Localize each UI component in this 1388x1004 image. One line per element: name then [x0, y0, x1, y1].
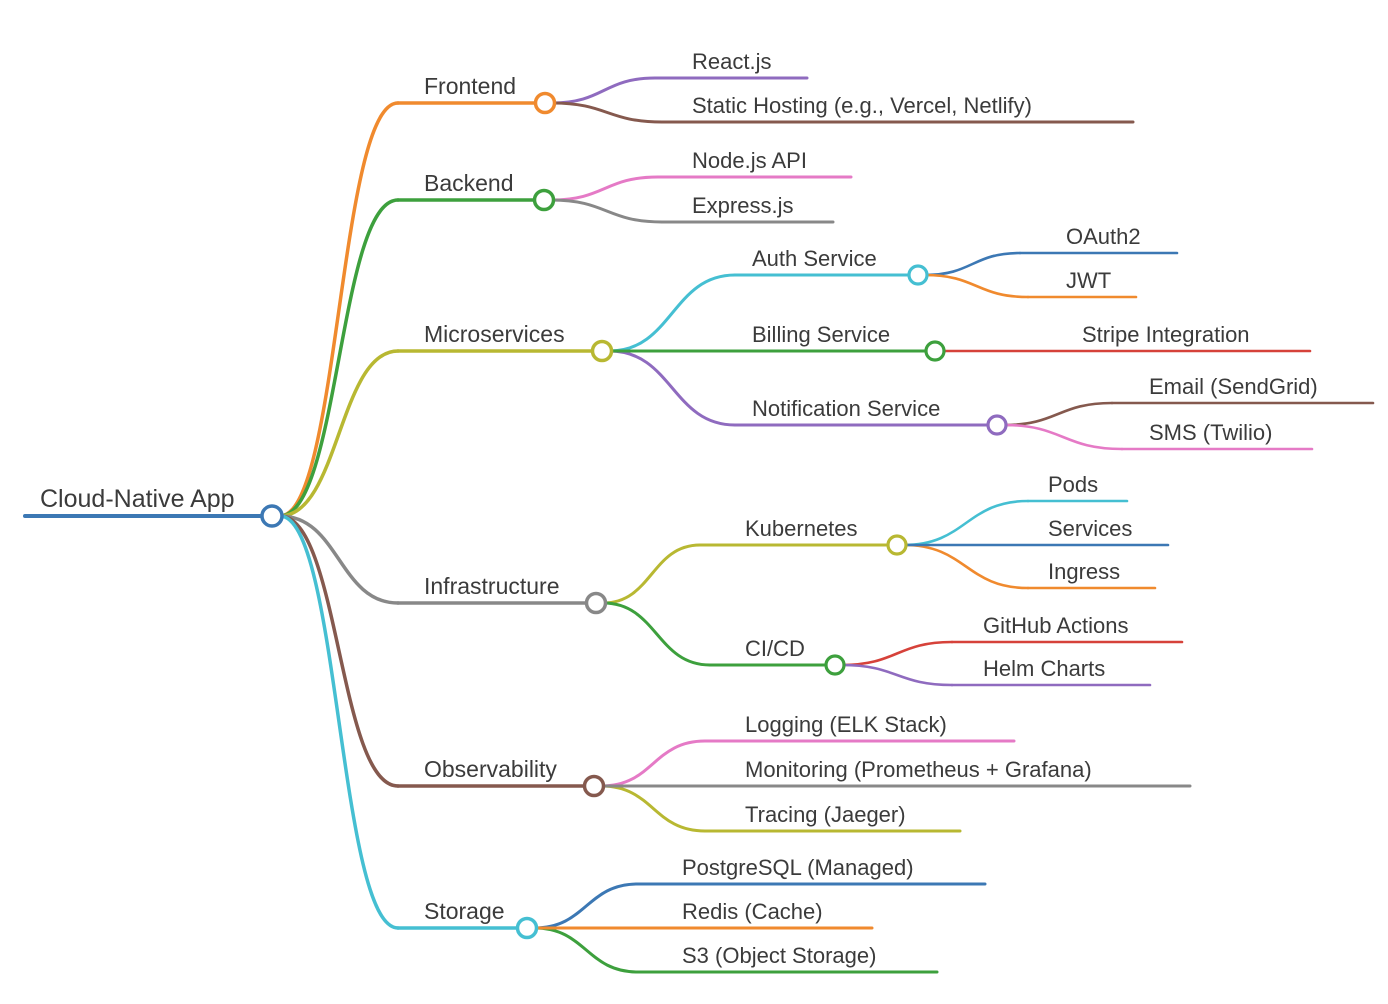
link-sms-twilio	[1002, 423, 1124, 451]
link-microservices	[278, 349, 400, 518]
link-react-js	[551, 76, 657, 105]
node-circle-kubernetes[interactable]	[886, 534, 908, 556]
node-layer	[260, 91, 1008, 940]
node-circle-frontend[interactable]	[533, 91, 557, 115]
node-label-sms-twilio: SMS (Twilio)	[1149, 420, 1272, 445]
link-static-hosting-e-g-vercel-netlify	[551, 101, 664, 124]
node-label-github-actions: GitHub Actions	[983, 613, 1129, 638]
node-label-ingress: Ingress	[1048, 559, 1120, 584]
node-circle-auth-service[interactable]	[907, 264, 929, 286]
link-ci-cd	[602, 601, 712, 667]
node-label-backend: Backend	[424, 170, 514, 196]
node-label-postgresql-managed: PostgreSQL (Managed)	[682, 855, 914, 880]
node-label-auth-service: Auth Service	[752, 246, 877, 271]
node-label-express-js: Express.js	[692, 193, 793, 218]
node-label-frontend: Frontend	[424, 73, 516, 99]
node-label-s3-object-storage: S3 (Object Storage)	[682, 943, 876, 968]
node-label-tracing-jaeger: Tracing (Jaeger)	[745, 802, 906, 827]
node-label-microservices: Microservices	[424, 321, 565, 347]
link-notification-service	[608, 349, 737, 427]
node-label-logging-elk-stack: Logging (ELK Stack)	[745, 712, 947, 737]
node-label-static-hosting-e-g-vercel-netlify: Static Hosting (e.g., Vercel, Netlify)	[692, 93, 1032, 118]
link-helm-charts	[840, 663, 954, 687]
node-circle-observability[interactable]	[582, 774, 606, 798]
node-label-kubernetes: Kubernetes	[745, 516, 858, 541]
node-label-monitoring-prometheus-grafana: Monitoring (Prometheus + Grafana)	[745, 757, 1092, 782]
link-jwt	[923, 273, 1030, 299]
node-label-helm-charts: Helm Charts	[983, 656, 1105, 681]
node-circle-backend[interactable]	[532, 188, 556, 212]
link-observability	[278, 514, 400, 788]
node-label-storage: Storage	[424, 898, 505, 924]
link-express-js	[550, 198, 664, 224]
link-infrastructure	[278, 514, 400, 605]
node-circle-storage[interactable]	[515, 916, 539, 940]
node-label-jwt: JWT	[1066, 268, 1111, 293]
node-label-redis-cache: Redis (Cache)	[682, 899, 823, 924]
link-backend	[278, 198, 400, 518]
link-logging-elk-stack	[600, 739, 707, 788]
link-pods	[902, 499, 1030, 547]
link-layer	[278, 76, 1124, 974]
link-storage	[278, 514, 400, 930]
link-s3-object-storage	[533, 926, 640, 974]
node-circle-microservices[interactable]	[590, 339, 614, 363]
link-frontend	[278, 101, 400, 518]
link-auth-service	[608, 273, 737, 353]
node-label-cloud-native-app: Cloud-Native App	[40, 485, 235, 513]
link-github-actions	[840, 640, 954, 667]
link-postgresql-managed	[533, 882, 640, 930]
node-label-react-js: React.js	[692, 49, 771, 74]
branch-layer	[23, 76, 1375, 974]
node-label-stripe-integration: Stripe Integration	[1082, 322, 1250, 347]
node-label-observability: Observability	[424, 756, 557, 782]
link-oauth2	[923, 251, 1022, 277]
link-kubernetes	[602, 543, 702, 605]
node-label-node-js-api: Node.js API	[692, 148, 807, 173]
node-circle-cloud-native-app[interactable]	[260, 504, 284, 528]
node-label-ci-cd: CI/CD	[745, 636, 805, 661]
node-circle-notification-service[interactable]	[986, 414, 1008, 436]
node-label-notification-service: Notification Service	[752, 396, 940, 421]
node-label-billing-service: Billing Service	[752, 322, 890, 347]
link-node-js-api	[550, 175, 660, 202]
link-ingress	[902, 543, 1030, 590]
node-label-infrastructure: Infrastructure	[424, 573, 560, 599]
node-label-email-sendgrid: Email (SendGrid)	[1149, 374, 1318, 399]
node-label-oauth2: OAuth2	[1066, 224, 1141, 249]
node-circle-ci-cd[interactable]	[824, 654, 846, 676]
link-email-sendgrid	[1002, 401, 1114, 427]
node-circle-billing-service[interactable]	[924, 340, 946, 362]
node-label-services: Services	[1048, 516, 1132, 541]
link-tracing-jaeger	[600, 784, 707, 833]
node-label-pods: Pods	[1048, 472, 1098, 497]
node-circle-infrastructure[interactable]	[584, 591, 608, 615]
